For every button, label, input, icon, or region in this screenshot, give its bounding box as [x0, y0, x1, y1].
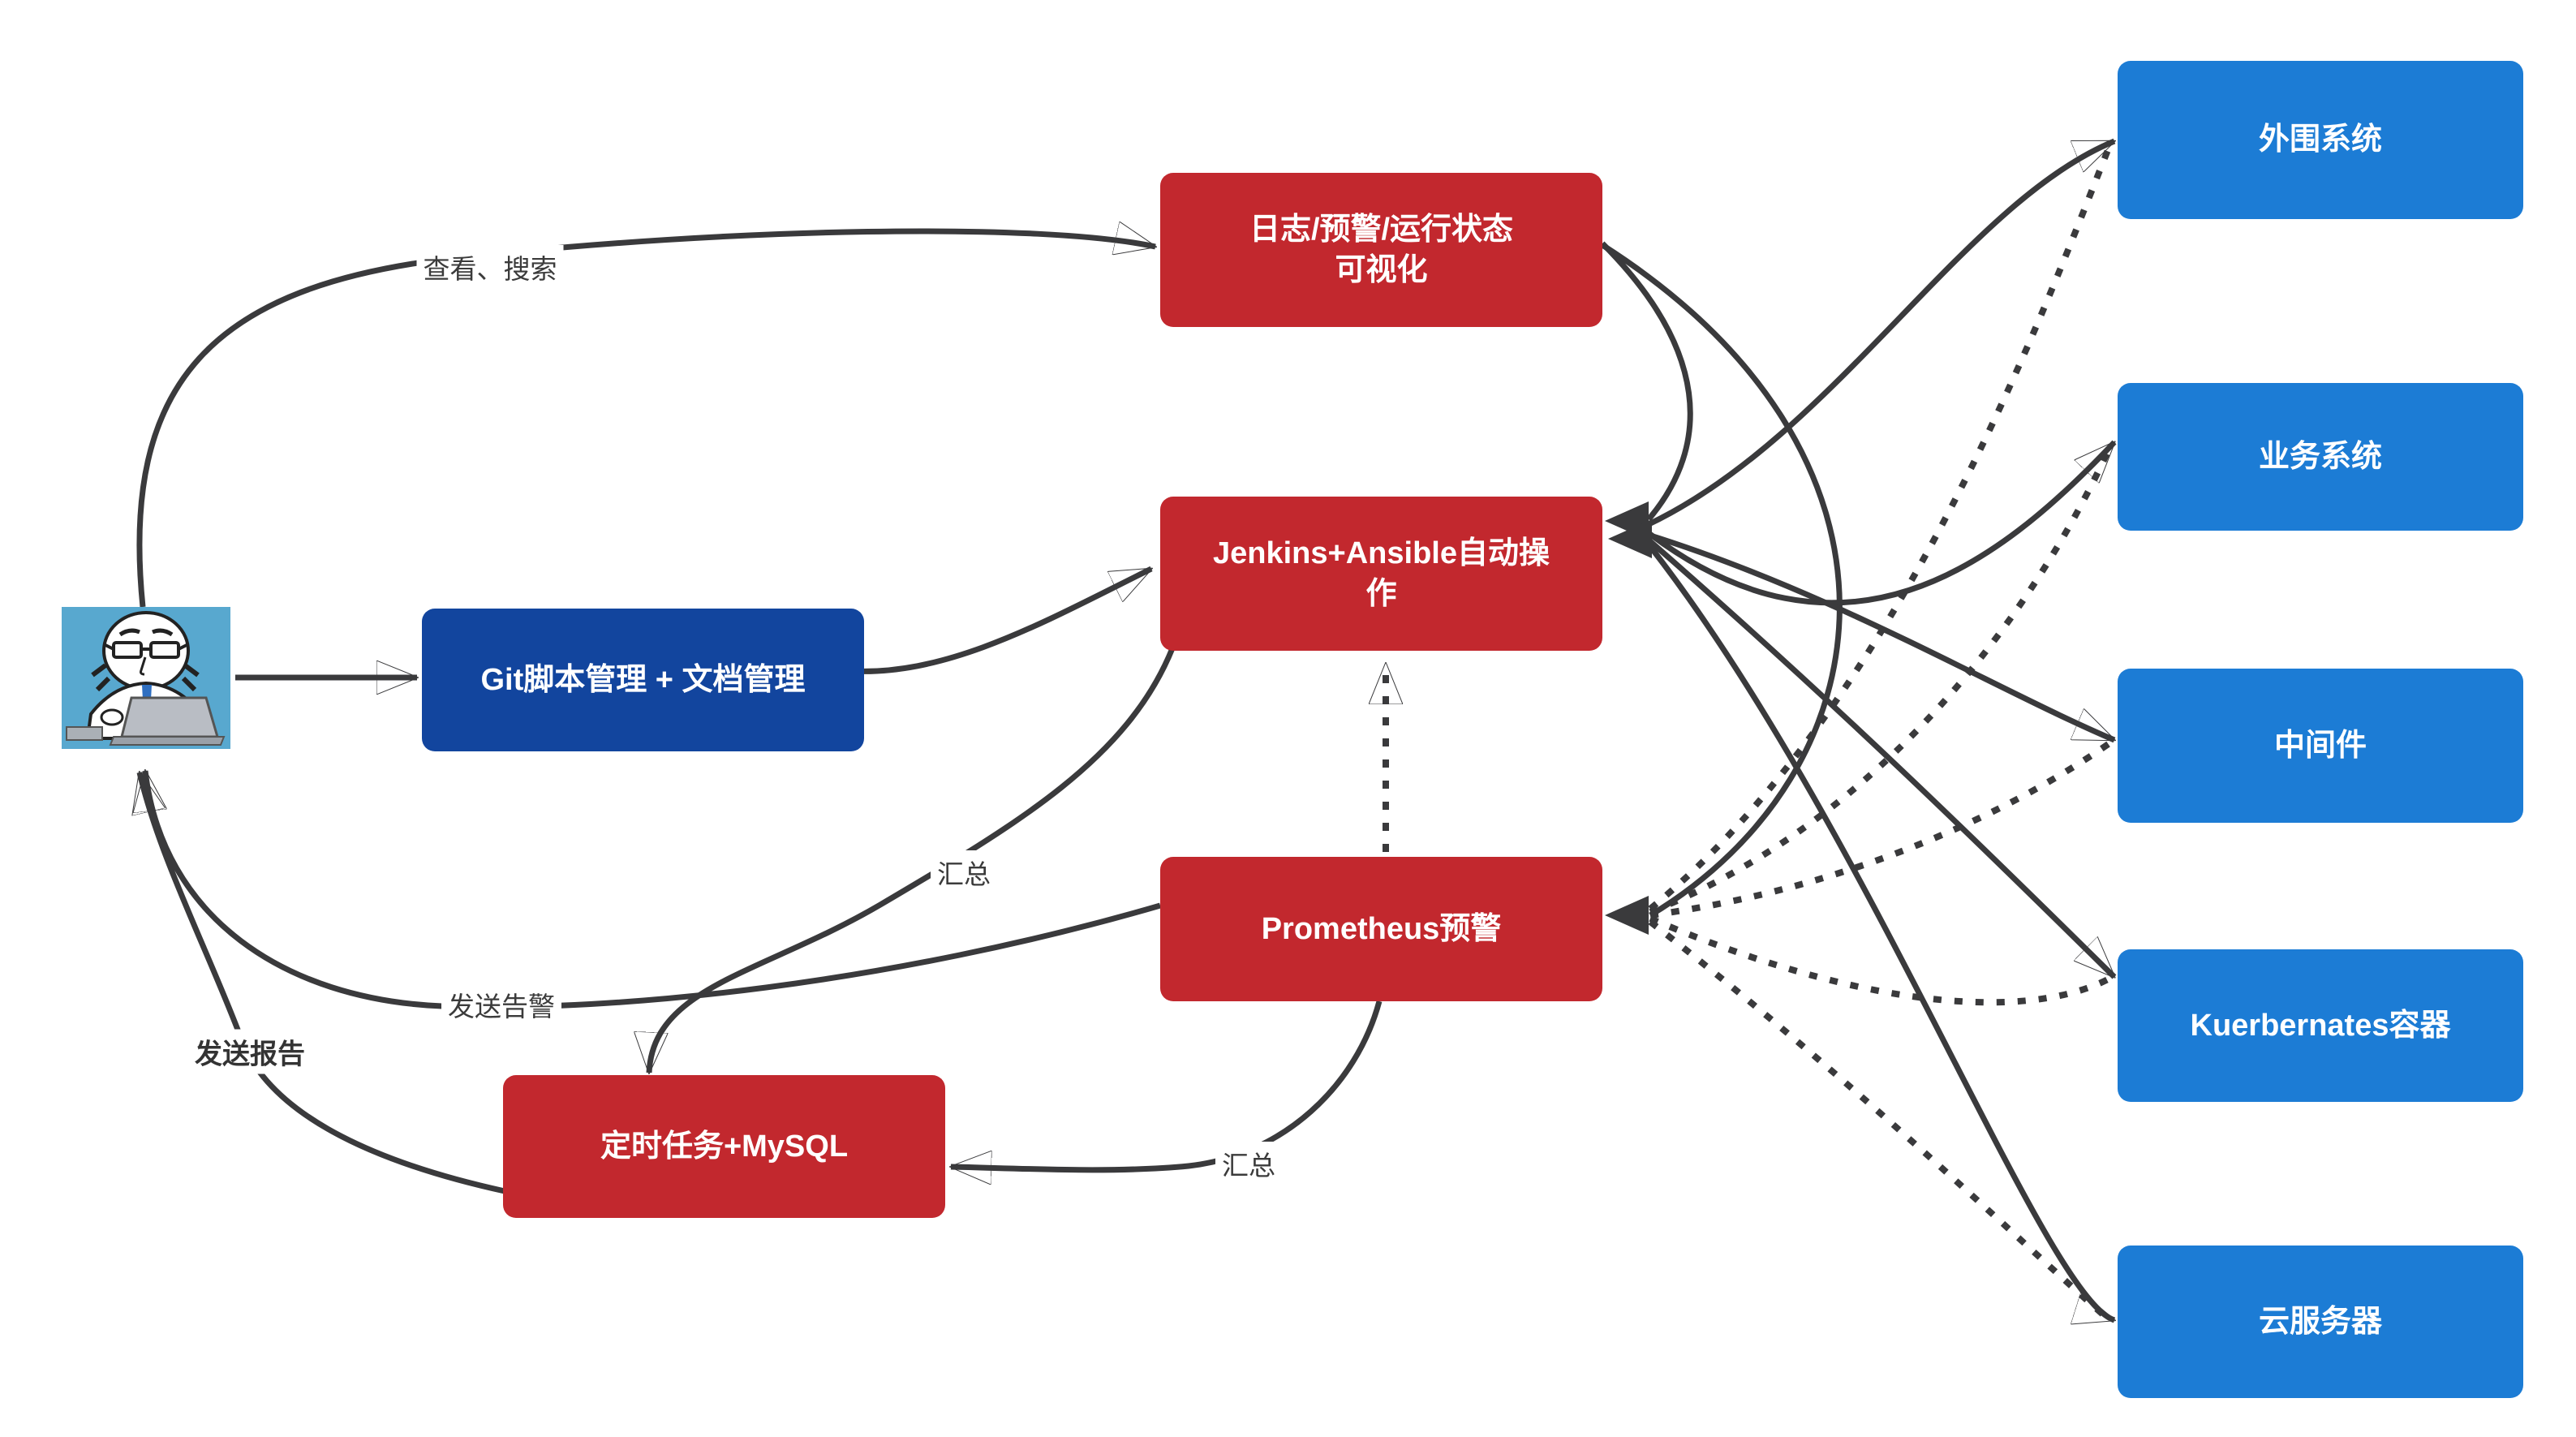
edge-prometheus-business-dashed: [1649, 446, 2113, 915]
edge-prometheus-k8s-dashed: [1649, 915, 2111, 1006]
node-log-visualization-line2: 可视化: [1335, 253, 1428, 287]
edge-jenkins-k8s: [1643, 535, 2117, 979]
node-middleware-label: 中间件: [2273, 728, 2367, 763]
edge-person-to-logviz: [136, 231, 1155, 608]
node-peripheral-systems-label: 外围系统: [2258, 123, 2382, 157]
node-kubernetes-containers-label: Kuerbernates容器: [2190, 1008, 2451, 1043]
node-cloud-servers: 云服务器: [2118, 1246, 2523, 1398]
edge-prometheus-peripheral-dashed: [1648, 144, 2113, 912]
edge-jenkins-cloud: [1643, 538, 2114, 1320]
edge-prometheus-middleware-dashed: [1649, 740, 2112, 919]
edge-jenkins-business: [1643, 442, 2117, 606]
edge-label-view-search: 查看、搜索: [416, 245, 564, 289]
edge-jenkins-peripheral: [1644, 138, 2114, 529]
edge-logviz-to-jenkins: [1600, 241, 1693, 522]
node-prometheus-label: Prometheus预警: [1261, 911, 1502, 946]
node-jenkins-ansible: Jenkins+Ansible自动操 作: [1160, 497, 1602, 651]
node-prometheus: Prometheus预警: [1160, 857, 1602, 1001]
node-jenkins-ansible-line1: Jenkins+Ansible自动操: [1213, 536, 1550, 570]
edge-jenkins-to-cron: [649, 647, 1176, 1073]
arrowhead-into-jenkins-2: [1608, 519, 1652, 558]
node-business-systems: 业务系统: [2118, 383, 2523, 531]
edge-label-aggregate-lower: 汇总: [1215, 1142, 1282, 1185]
node-middleware: 中间件: [2118, 669, 2523, 823]
node-git-label: Git脚本管理 + 文档管理: [480, 662, 806, 697]
edge-prometheus-to-person-alert: [145, 771, 1161, 1010]
node-git: Git脚本管理 + 文档管理: [422, 609, 864, 751]
operator-person-icon: [62, 607, 230, 749]
edge-prometheus-cloud-dashed: [1648, 919, 2112, 1323]
edge-prometheus-to-cron: [951, 1000, 1383, 1170]
node-business-systems-label: 业务系统: [2258, 439, 2382, 474]
edge-label-aggregate-upper: 汇总: [931, 850, 997, 894]
edge-jenkins-middleware: [1644, 531, 2114, 743]
node-cron-mysql: 定时任务+MySQL: [503, 1075, 945, 1218]
node-jenkins-ansible-line2: 作: [1365, 577, 1397, 611]
node-kubernetes-containers: Kuerbernates容器: [2118, 949, 2523, 1102]
arrowhead-into-prometheus: [1605, 896, 1649, 935]
edge-git-to-jenkins: [851, 566, 1151, 674]
node-cron-mysql-label: 定时任务+MySQL: [600, 1129, 849, 1164]
edge-label-send-report: 发送报告: [188, 1029, 312, 1074]
node-log-visualization: 日志/预警/运行状态 可视化: [1160, 173, 1602, 327]
node-cloud-servers-label: 云服务器: [2258, 1304, 2382, 1339]
node-log-visualization-line1: 日志/预警/运行状态: [1249, 212, 1514, 247]
node-peripheral-systems: 外围系统: [2118, 61, 2523, 219]
edge-label-send-alert: 发送告警: [441, 983, 561, 1026]
